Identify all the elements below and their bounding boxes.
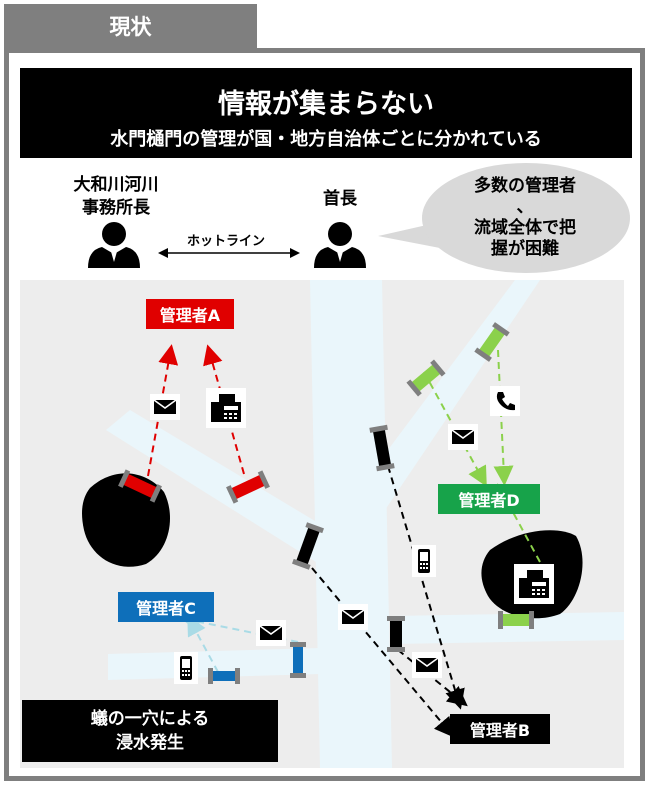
gate-blue-2 <box>208 668 240 684</box>
gate-green-3 <box>498 611 534 629</box>
arrow-to-b <box>387 465 465 710</box>
fax-icon <box>206 388 246 428</box>
manager-b-label: 管理者B <box>450 714 550 744</box>
gate-blue-1 <box>290 642 306 678</box>
manager-d-text: 管理者D <box>458 491 520 510</box>
title-banner: 情報が集まらない 水門樋門の管理が国・地方自治体ごとに分かれている <box>20 68 632 158</box>
hotline-arrow <box>158 248 300 258</box>
pond-left <box>82 473 170 567</box>
person-icon <box>88 222 140 268</box>
gate-green-2 <box>474 322 510 362</box>
hotline-label: ホットライン <box>186 234 265 249</box>
mobile-phone-icon <box>174 652 198 684</box>
header-figures <box>88 163 630 273</box>
gate-red-2 <box>226 470 270 504</box>
banner-subtitle: 水門樋門の管理が国・地方自治体ごとに分かれている <box>110 129 542 150</box>
manager-a-text: 管理者A <box>159 306 221 325</box>
gate-black-2 <box>369 424 395 472</box>
river-map <box>20 280 624 768</box>
envelope-icon <box>256 620 286 646</box>
fax-icon <box>514 564 554 604</box>
mobile-phone-icon <box>412 545 436 577</box>
speech-bubble-text: 多数の管理者 、 流域全体で把 握が困難 <box>474 176 576 259</box>
mayor-label: 首長 <box>323 189 357 209</box>
phone-icon <box>490 386 520 416</box>
flood-callout: 蟻の一穴による 浸水発生 <box>22 700 278 762</box>
tab-current-state[interactable]: 現状 <box>4 4 257 48</box>
gate-black-1 <box>292 522 324 570</box>
arrow-to-c <box>187 615 219 673</box>
gate-black-3 <box>387 616 405 652</box>
speech-bubble <box>378 163 630 273</box>
manager-c-label: 管理者C <box>118 592 214 622</box>
callout-line-1: 蟻の一穴による <box>90 709 210 729</box>
river-channels <box>106 280 624 768</box>
envelope-icon <box>338 604 368 630</box>
tab-label: 現状 <box>109 15 152 39</box>
callout-line-2: 浸水発生 <box>116 733 184 753</box>
gate-red-1 <box>118 469 162 503</box>
envelope-icon <box>448 424 478 450</box>
envelope-icon <box>150 394 180 420</box>
map-drawing <box>82 280 624 768</box>
manager-d-label: 管理者D <box>438 484 540 514</box>
banner-title: 情報が集まらない <box>218 89 434 120</box>
manager-b-text: 管理者B <box>469 721 531 740</box>
manager-c-text: 管理者C <box>136 599 196 618</box>
gate-green-1 <box>406 359 446 397</box>
office-head-label: 大和川河川 事務所長 <box>73 175 159 218</box>
envelope-icon <box>412 652 442 678</box>
manager-a-label: 管理者A <box>146 299 234 329</box>
person-icon <box>314 222 366 268</box>
